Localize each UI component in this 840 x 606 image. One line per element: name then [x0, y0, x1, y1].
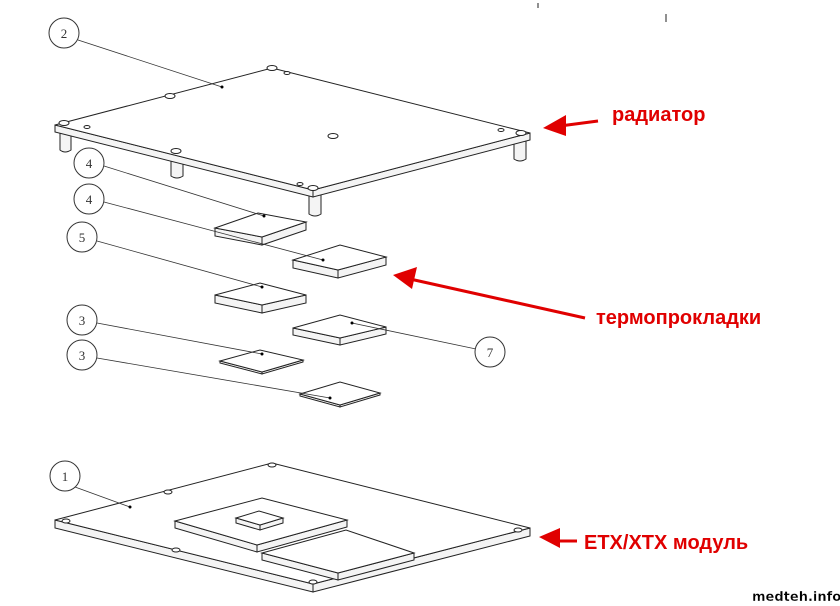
svg-text:7: 7 [487, 345, 494, 360]
thermal-pad-e [298, 381, 382, 408]
heatsink-plate [54, 65, 531, 217]
thermal-pad-b [291, 244, 388, 279]
arrow-heatsink [543, 115, 599, 136]
callout-4a: 4 [73, 147, 105, 179]
callout-7: 7 [474, 336, 506, 368]
arrow-module [539, 528, 577, 548]
callout-4b: 4 [73, 183, 105, 215]
callout-3a: 3 [66, 304, 98, 336]
svg-text:4: 4 [86, 192, 93, 207]
svg-text:4: 4 [86, 156, 93, 171]
svg-text:1: 1 [62, 469, 69, 484]
mounting-holes [58, 65, 527, 191]
svg-text:2: 2 [61, 26, 68, 41]
thermal-pad-c [214, 282, 307, 314]
callout-1: 1 [49, 460, 81, 492]
watermark: medteh.info [752, 590, 840, 605]
thermal-pad-a [213, 212, 308, 246]
callout-2: 2 [48, 17, 80, 49]
label-heatsink: радиатор [612, 104, 705, 126]
svg-text:5: 5 [79, 230, 86, 245]
chipset-block [260, 529, 416, 581]
arrow-thermal-pads [393, 267, 586, 320]
callout-3b: 3 [66, 339, 98, 371]
svg-text:3: 3 [79, 313, 86, 328]
svg-text:3: 3 [79, 348, 86, 363]
etx-module-board [54, 462, 531, 593]
label-module: ETX/XTX модуль [584, 532, 748, 554]
thermal-pad-f [292, 314, 387, 346]
label-thermal-pads: термопрокладки [596, 307, 761, 329]
thermal-pad-d [218, 349, 305, 375]
leader-lines [74, 39, 477, 509]
cpu-block [173, 497, 349, 553]
callout-5: 5 [66, 221, 98, 253]
